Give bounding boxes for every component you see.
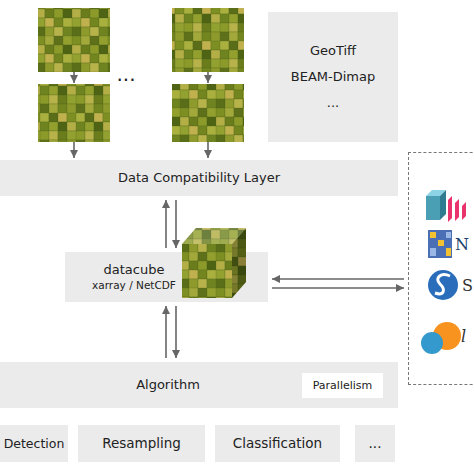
format-list-box: GeoTiffBEAM-Dimap... [268, 12, 398, 142]
arrow-line [175, 306, 177, 358]
node-text: Parallelism [313, 379, 373, 393]
image-tile [172, 8, 244, 72]
task-box: ... [355, 425, 395, 462]
node-text: ... [327, 95, 339, 111]
ellipsis-label: ... [110, 62, 142, 86]
node-text: Algorithm [136, 377, 200, 393]
algorithm-band: Algorithm Parallelism [0, 362, 398, 408]
datacube-cube [182, 228, 246, 298]
double-arrow [166, 200, 176, 248]
arrow-line [165, 306, 167, 358]
node-text: xarray / NetCDF [92, 279, 176, 292]
double-arrow [272, 279, 404, 288]
node-text: Resampling [102, 435, 181, 452]
task-box: Detection [0, 425, 68, 462]
sklearn-logo [421, 322, 461, 354]
node-text: BEAM-Dimap [291, 69, 375, 85]
image-tile [38, 8, 110, 72]
task-box: Resampling [78, 425, 205, 462]
arrow-line [272, 287, 404, 289]
node-text: Classification [233, 435, 322, 452]
task-box: Classification [215, 425, 340, 462]
node-text: Detection [4, 436, 65, 452]
node-text: GeoTiff [310, 43, 356, 59]
scipy-logo [428, 270, 458, 300]
arrow-line [272, 278, 404, 280]
node-text: l [461, 327, 466, 347]
node-text: S [462, 276, 473, 296]
double-arrow [166, 306, 176, 358]
node-text: datacube [104, 262, 165, 278]
image-tile [172, 84, 244, 142]
node-text: Data Compatibility Layer [118, 170, 280, 186]
tile-arrows [74, 72, 208, 158]
node-text: ... [369, 435, 382, 452]
parallelism-box: Parallelism [302, 373, 383, 398]
compatibility-band: Data Compatibility Layer [0, 160, 398, 196]
image-tile [38, 84, 110, 142]
xarray-logo [426, 190, 466, 222]
node-text: N [455, 235, 469, 255]
netcdf-logo [428, 230, 452, 258]
library-group: N Sl [408, 152, 474, 385]
arrow-line [175, 200, 177, 248]
arrow-line [165, 200, 167, 248]
